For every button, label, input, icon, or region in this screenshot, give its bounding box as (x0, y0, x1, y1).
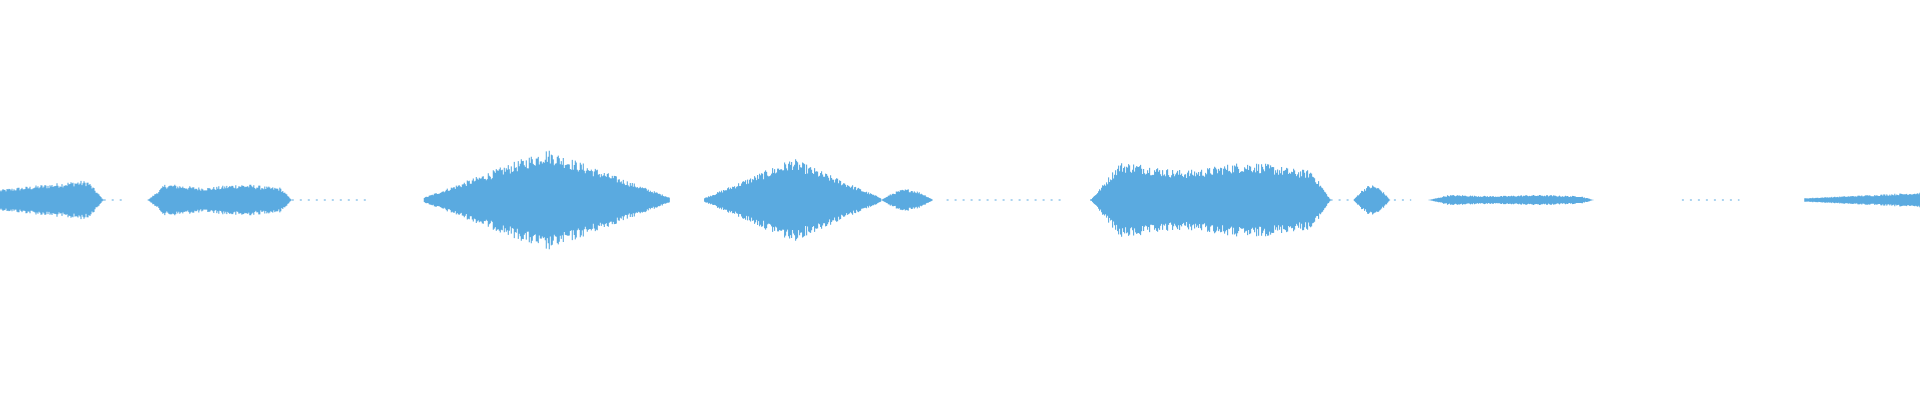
waveform-sound-segment (1353, 185, 1391, 215)
waveform-sound-segment (0, 180, 104, 220)
waveform-sound-segment (704, 159, 882, 241)
waveform-sound-segment (1804, 192, 1920, 208)
waveform-sound-segment (1090, 163, 1332, 237)
waveform-sound-segment (147, 184, 292, 216)
waveform-sound-segment (423, 150, 670, 250)
waveform-sound-segment (1427, 195, 1595, 205)
waveform-segments (0, 150, 1920, 250)
waveform-sound-segment (880, 189, 933, 211)
